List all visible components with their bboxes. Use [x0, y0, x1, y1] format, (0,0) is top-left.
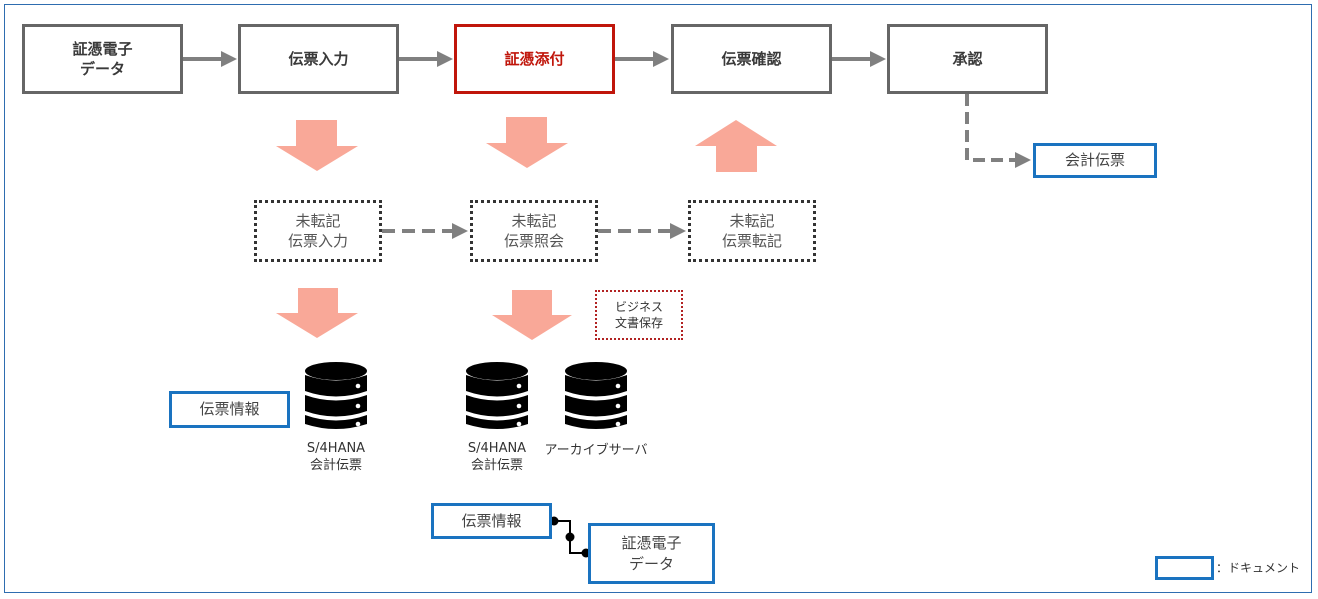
step-approval[interactable]: 承認: [887, 24, 1048, 94]
step-evidence-data[interactable]: 証憑電子 データ: [22, 24, 183, 94]
block-arrow-down-5: [492, 290, 572, 340]
step-evidence-attach[interactable]: 証憑添付: [454, 24, 615, 94]
transaction-parked-post[interactable]: 未転記 伝票転記: [688, 200, 816, 262]
document-evidence-data: 証憑電子 データ: [588, 523, 715, 584]
block-arrow-up-3: [695, 120, 777, 172]
legend-document-swatch: [1155, 556, 1214, 580]
block-arrow-down-4: [276, 288, 358, 338]
block-arrow-down-2: [486, 117, 568, 168]
approval-to-doc-connector: [965, 94, 1031, 168]
database-caption: S/4HANA 会計伝票: [467, 441, 527, 473]
transaction-parked-display[interactable]: 未転記 伝票照会: [470, 200, 598, 262]
database-caption: アーカイブサーバ: [544, 443, 648, 458]
step-document-review[interactable]: 伝票確認: [671, 24, 832, 94]
block-arrow-down-1: [276, 120, 358, 171]
step-document-entry[interactable]: 伝票入力: [238, 24, 399, 94]
database-caption: S/4HANA 会計伝票: [306, 441, 366, 473]
link-node: [565, 532, 575, 542]
document-info-left: 伝票情報: [169, 391, 290, 428]
transaction-parked-entry[interactable]: 未転記 伝票入力: [254, 200, 382, 262]
document-info-bottom: 伝票情報: [431, 503, 552, 539]
document-accounting: 会計伝票: [1033, 143, 1157, 178]
diagram-frame: [4, 4, 1312, 593]
legend-label: ：ドキュメント: [1216, 561, 1301, 575]
note-business-document-storage: ビジネス 文書保存: [595, 290, 683, 340]
